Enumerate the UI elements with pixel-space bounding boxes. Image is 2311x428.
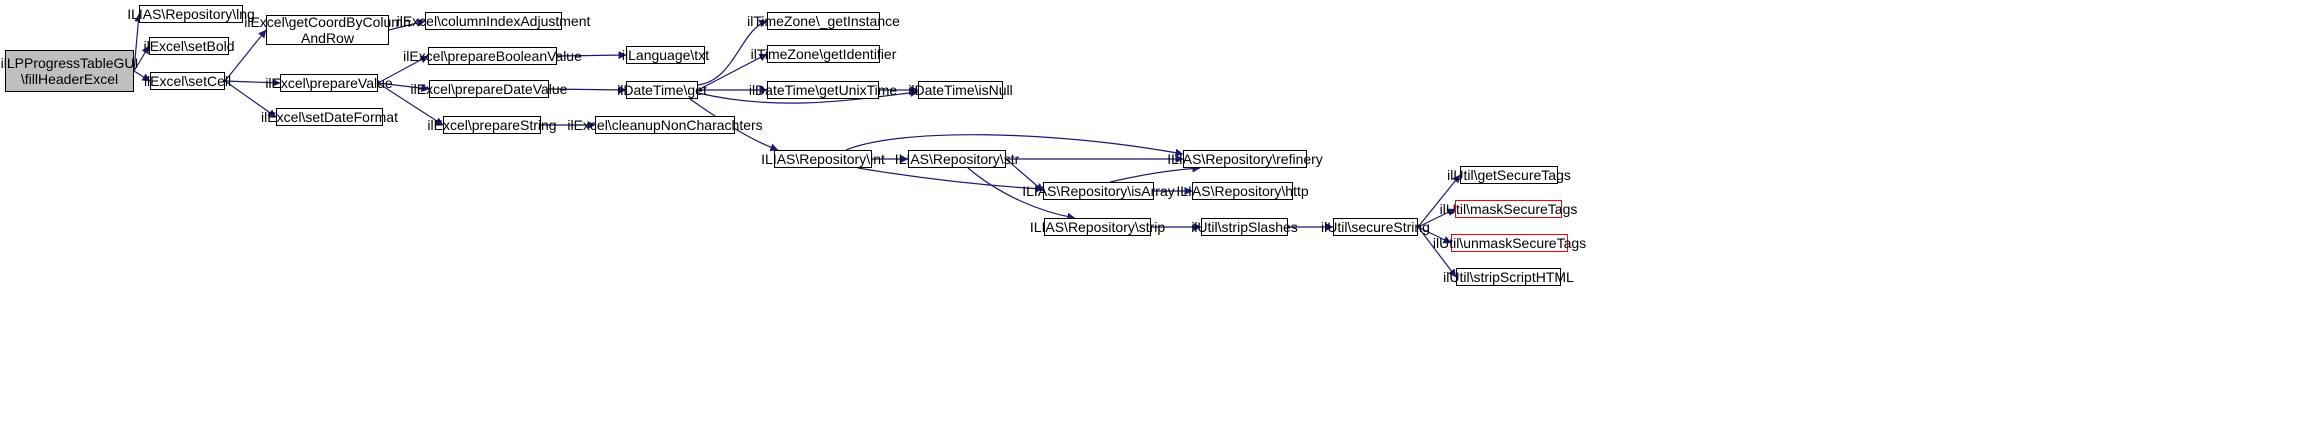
node-lang-txt[interactable]: ilLanguage\txt [621,46,710,64]
edge-root-to-lng [133,13,143,72]
node-rep-str[interactable]: ILIAS\Repository\str [894,150,1020,168]
edge-secStr-to-getSec [1417,174,1461,228]
node-prep-date[interactable]: ilExcel\prepareDateValue [410,80,568,98]
edge-setCell-to-setDateFmt [224,80,277,118]
node-tz-id[interactable]: ilTimeZone\getIdentifier [750,45,897,63]
edge-prepValue-to-prepBool [377,55,429,84]
node-prep-bool[interactable]: ilExcel\prepareBooleanValue [403,47,582,65]
node-dt-unix[interactable]: ilDateTime\getUnixTime [748,81,898,99]
edge-repStr-to-repStrip [967,167,1076,221]
edge-getCoord-to-colAdj [388,18,426,31]
node-dt-get[interactable]: ilDateTime\get [617,81,707,99]
node-set-bold[interactable]: ilExcel\setBold [143,37,235,55]
edge-prepValue-to-prepString [377,82,444,126]
edge-root-to-setBold [133,45,150,72]
edge-dtGet-to-tzInst [697,19,768,86]
edge-repInt-to-repRef [845,134,1184,157]
node-set-date-fmt[interactable]: ilExcel\setDateFormat [261,108,398,126]
node-rep-strip[interactable]: ILIAS\Repository\strip [1029,218,1166,236]
node-root: ilLPProgressTableGUI \fillHeaderExcel [1,50,138,92]
edge-secStr-to-unmaskSec [1417,226,1452,244]
edge-repInt-to-repArr [857,167,1044,193]
edge-setCell-to-getCoord [224,29,267,82]
node-rep-http[interactable]: ILIAS\Repository\http [1176,182,1309,200]
node-get-coord[interactable]: ilExcel\getCoordByColumn AndRow [244,14,411,46]
edge-repArr-to-repRef [1109,164,1201,183]
edge-prepBool-to-langTxt [556,51,627,60]
edge-root-to-setCell [133,70,151,82]
node-rep-arr[interactable]: ILIAS\Repository\isArray [1022,182,1175,200]
node-prep-value[interactable]: ilExcel\prepareValue [265,74,393,92]
node-cleanup[interactable]: ilExcel\cleanupNonCharachters [567,116,763,134]
node-col-adj[interactable]: ilExcel\columnIndexAdjustment [396,12,591,30]
edge-secStr-to-maskSec [1417,208,1456,228]
node-mask-sec[interactable]: ilUtil\maskSecureTags [1439,200,1578,218]
node-rep-int[interactable]: ILIAS\Repository\int [761,150,885,168]
node-sec-str[interactable]: ilUtil\secureString [1321,218,1430,236]
node-lng[interactable]: ILIAS\Repository\lng [127,5,255,23]
node-unmask-sec[interactable]: ilUtil\unmaskSecureTags [1432,234,1587,252]
edge-secStr-to-stripHtml [1417,226,1457,278]
edge-dtGet-to-tzId [697,53,768,91]
node-strip-sl[interactable]: ilUtil\stripSlashes [1191,218,1298,236]
node-prep-string[interactable]: ilExcel\prepareString [427,116,557,134]
node-tz-inst[interactable]: ilTimeZone\_getInstance [747,12,900,30]
node-set-cell[interactable]: ilExcel\setCell [143,72,232,90]
edge-dtGet-to-dtNull [697,88,919,104]
node-get-sec[interactable]: ilUtil\getSecureTags [1447,166,1571,184]
node-rep-ref[interactable]: ILIAS\Repository\refinery [1167,150,1323,168]
edge-prepDate-to-dtGet [548,85,627,94]
node-dt-null[interactable]: ilDateTime\isNull [908,81,1013,99]
edge-repStr-to-repArr [1005,158,1044,192]
edge-prepValue-to-prepDate [377,82,430,93]
node-strip-html[interactable]: ilUtil\stripScriptHTML [1443,268,1574,286]
edge-setCell-to-prepValue [224,78,281,87]
